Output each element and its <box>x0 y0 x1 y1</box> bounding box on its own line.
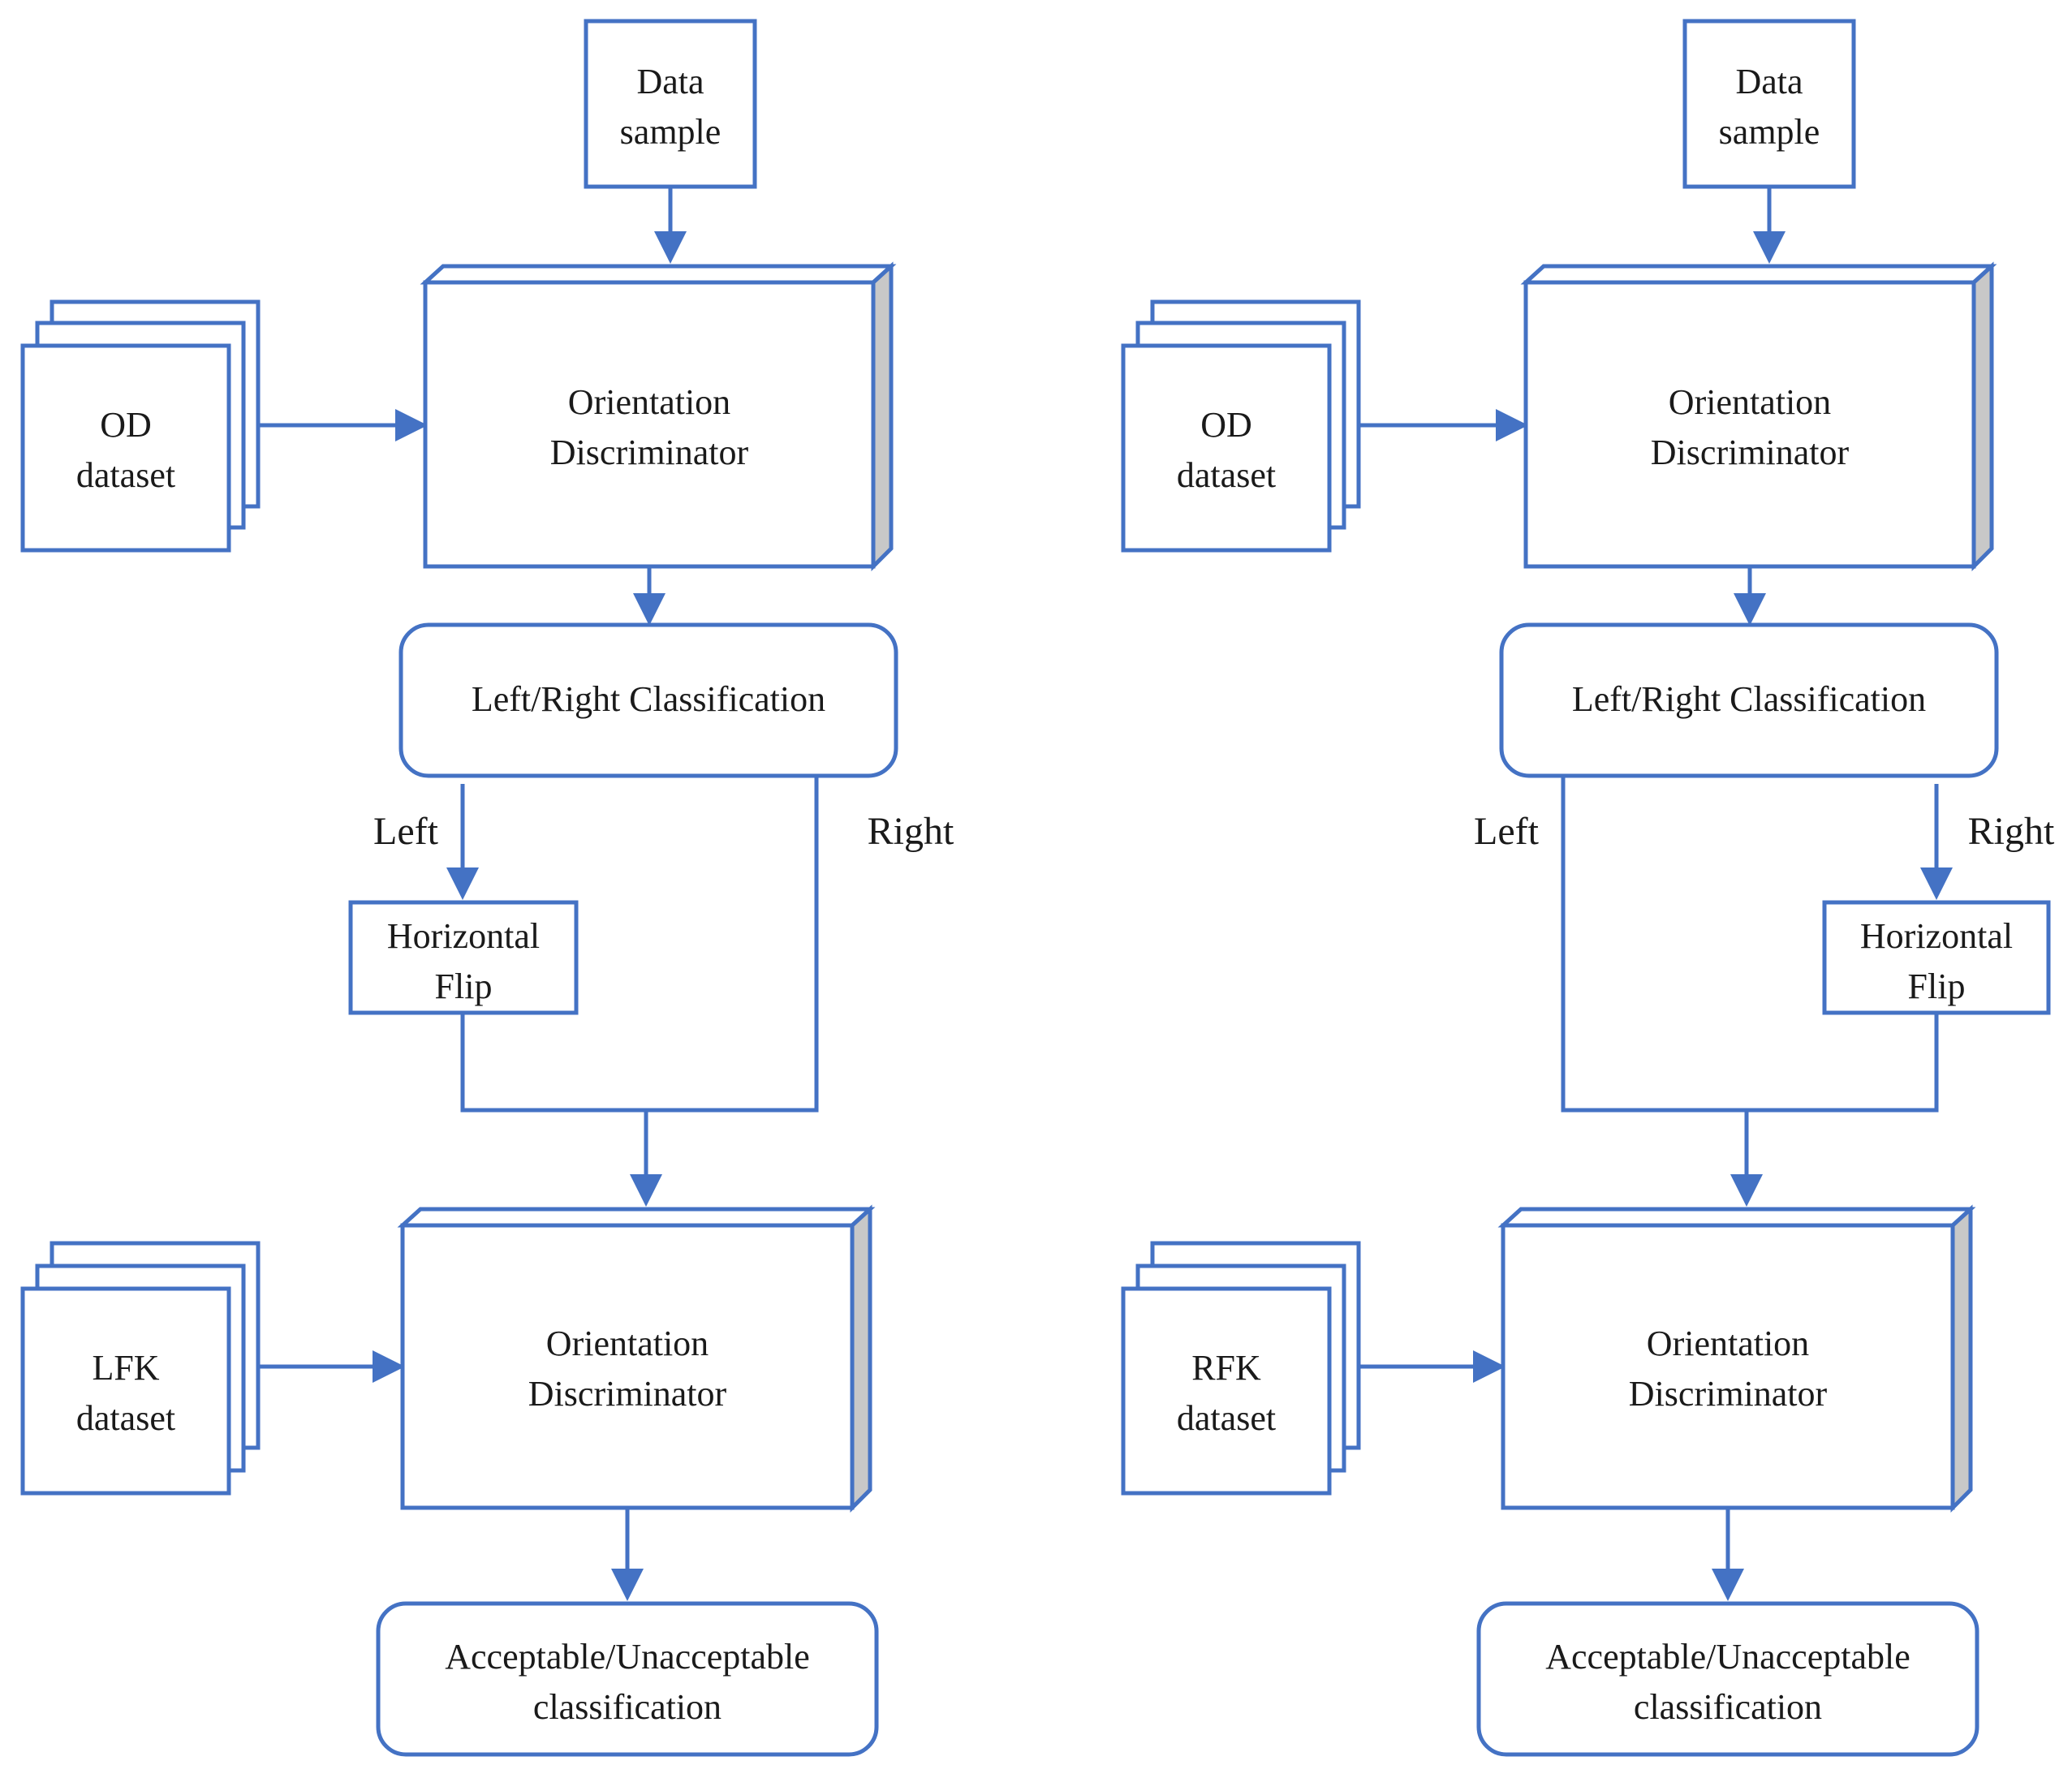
left-branch-left-label: Left <box>373 810 439 853</box>
left-data-sample-line2: sample <box>620 112 722 152</box>
left-flip-line1: Horizontal <box>387 916 540 956</box>
left-result-line1: Acceptable/Unacceptable <box>445 1637 810 1677</box>
left-orientation-discriminator-1: Orientation Discriminator <box>420 261 897 572</box>
right-data-sample-line1: Data <box>1735 62 1803 101</box>
right-horizontal-flip-box: Horizontal Flip <box>1822 900 2051 1015</box>
left-data-sample-line1: Data <box>636 62 704 101</box>
left-orientation-discriminator-2: Orientation Discriminator <box>397 1204 876 1513</box>
left-horizontal-flip-box: Horizontal Flip <box>348 900 579 1015</box>
right-discriminator-1-line2: Discriminator <box>1651 433 1850 472</box>
left-lr-classification-label: Left/Right Classification <box>472 679 825 719</box>
left-lfk-dataset-line1: LFK <box>92 1348 159 1388</box>
right-result-line1: Acceptable/Unacceptable <box>1545 1637 1910 1677</box>
left-lfk-dataset-stack: LFK dataset <box>20 1241 261 1496</box>
right-od-dataset-line2: dataset <box>1177 455 1276 495</box>
right-flow: Data sample OD dataset Orientation Discr… <box>1121 19 2055 1757</box>
right-data-sample-box: Data sample <box>1682 19 1856 189</box>
right-lr-classification: Left/Right Classification <box>1499 622 1999 778</box>
right-discriminator-1-line1: Orientation <box>1669 382 1831 422</box>
left-od-dataset-line2: dataset <box>76 455 175 495</box>
right-discriminator-2-line2: Discriminator <box>1629 1374 1828 1414</box>
right-branch-left-label: Left <box>1474 810 1540 853</box>
right-rfk-dataset-stack: RFK dataset <box>1121 1241 1361 1496</box>
left-discriminator-1-line1: Orientation <box>568 382 730 422</box>
left-merge-connector <box>460 777 819 1113</box>
left-data-sample-box: Data sample <box>584 19 757 189</box>
left-lfk-dataset-line2: dataset <box>76 1398 175 1438</box>
right-data-sample-line2: sample <box>1719 112 1820 152</box>
left-discriminator-2-line1: Orientation <box>546 1324 709 1363</box>
right-result-line2: classification <box>1634 1687 1822 1727</box>
right-od-dataset-line1: OD <box>1200 405 1252 445</box>
right-discriminator-2-line1: Orientation <box>1647 1324 1809 1363</box>
left-result-box: Acceptable/Unacceptable classification <box>376 1601 879 1757</box>
right-flip-line1: Horizontal <box>1860 916 2013 956</box>
left-od-dataset-stack: OD dataset <box>20 299 261 553</box>
right-rfk-dataset-line1: RFK <box>1191 1348 1261 1388</box>
right-lr-classification-label: Left/Right Classification <box>1572 679 1926 719</box>
left-branch-right-label: Right <box>868 810 954 853</box>
left-discriminator-2-line2: Discriminator <box>528 1374 727 1414</box>
left-od-dataset-line1: OD <box>100 405 152 445</box>
right-orientation-discriminator-2: Orientation Discriminator <box>1497 1204 1976 1513</box>
left-result-line2: classification <box>533 1687 722 1727</box>
left-discriminator-1-line2: Discriminator <box>550 433 749 472</box>
right-od-dataset-stack: OD dataset <box>1121 299 1361 553</box>
right-merge-connector <box>1561 777 1939 1113</box>
right-branch-right-label: Right <box>1968 810 2055 853</box>
right-flip-line2: Flip <box>1908 966 1966 1006</box>
right-result-box: Acceptable/Unacceptable classification <box>1476 1601 1979 1757</box>
right-rfk-dataset-line2: dataset <box>1177 1398 1276 1438</box>
left-flow: Data sample OD dataset Orientation Discr… <box>20 19 954 1757</box>
right-orientation-discriminator-1: Orientation Discriminator <box>1520 261 1997 572</box>
left-flip-line2: Flip <box>435 966 493 1006</box>
left-lr-classification: Left/Right Classification <box>398 622 898 778</box>
